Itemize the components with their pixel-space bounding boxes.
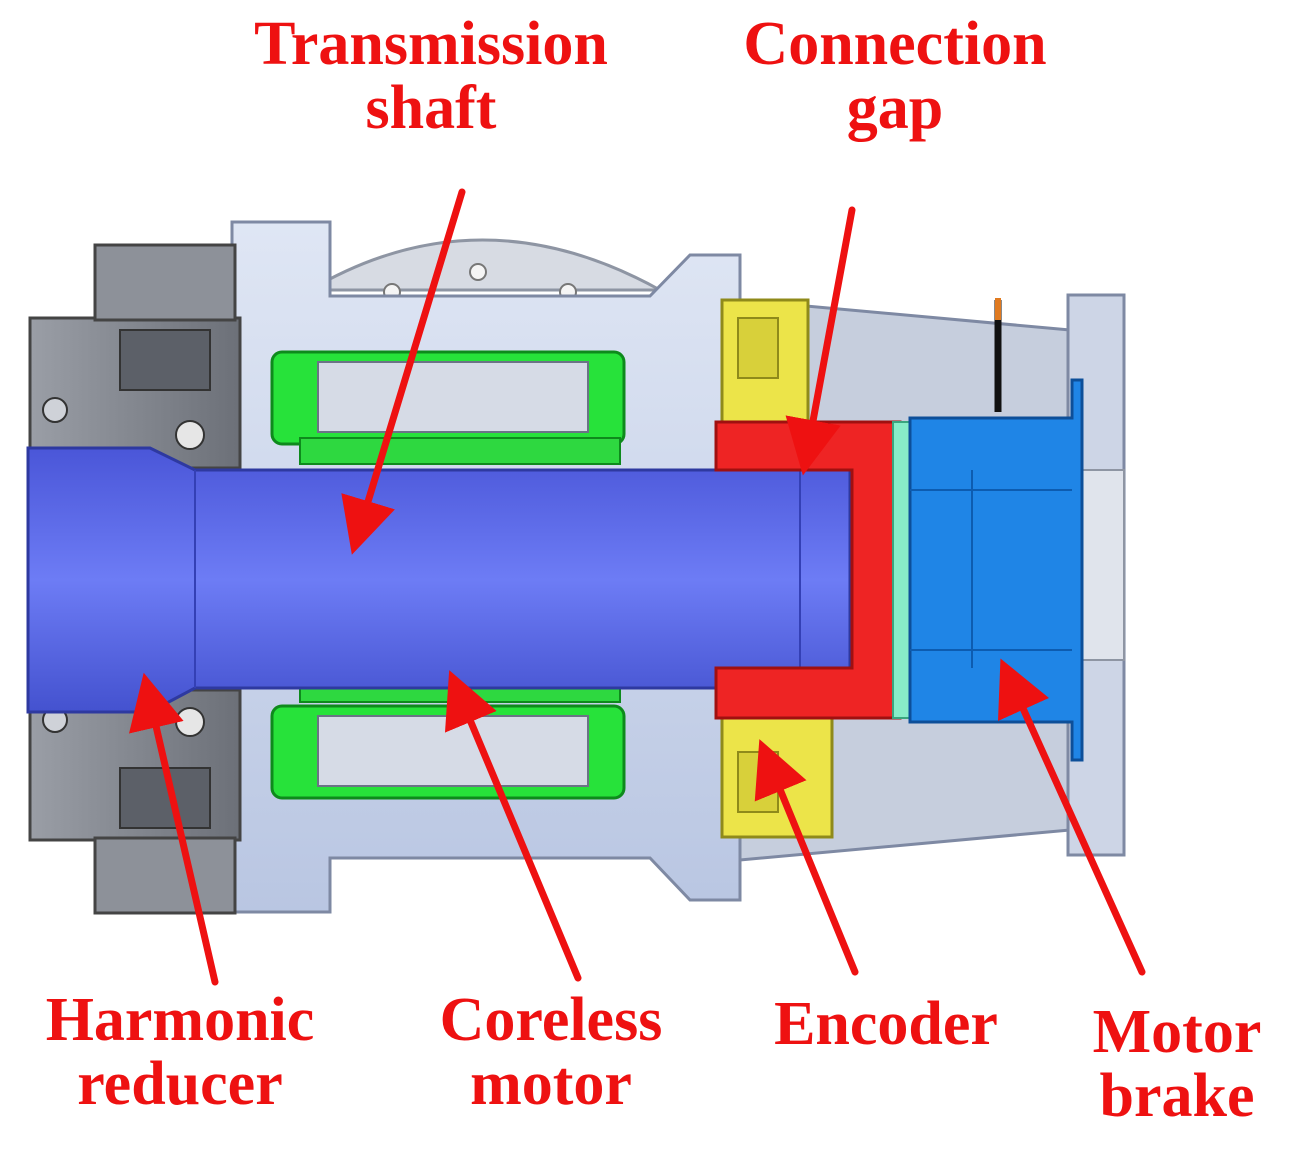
label-harmonic-reducer: Harmonic reducer bbox=[45, 986, 315, 1118]
top-dome-cover bbox=[304, 238, 666, 292]
label-coreless-motor: Coreless motor bbox=[439, 986, 663, 1118]
arrow-encoder bbox=[754, 739, 859, 976]
label-transmission-shaft: Transmission shaft bbox=[254, 10, 608, 142]
motor-brake-body bbox=[908, 378, 1084, 762]
arrow-harmonic-reducer bbox=[129, 672, 219, 986]
connection-gap-layer bbox=[892, 421, 912, 719]
callout-arrows bbox=[129, 188, 1146, 986]
label-motor-brake: Motor brake bbox=[1092, 998, 1262, 1130]
coreless-motor-stator bbox=[270, 350, 626, 800]
arrow-transmission-shaft bbox=[341, 188, 466, 555]
label-encoder: Encoder bbox=[774, 990, 998, 1058]
arrow-motor-brake bbox=[997, 658, 1146, 976]
arrow-coreless-motor bbox=[444, 670, 582, 982]
label-connection-gap: Connection gap bbox=[743, 10, 1047, 142]
arrow-connection-gap bbox=[785, 206, 856, 476]
harmonic-reducer-body bbox=[28, 243, 242, 915]
